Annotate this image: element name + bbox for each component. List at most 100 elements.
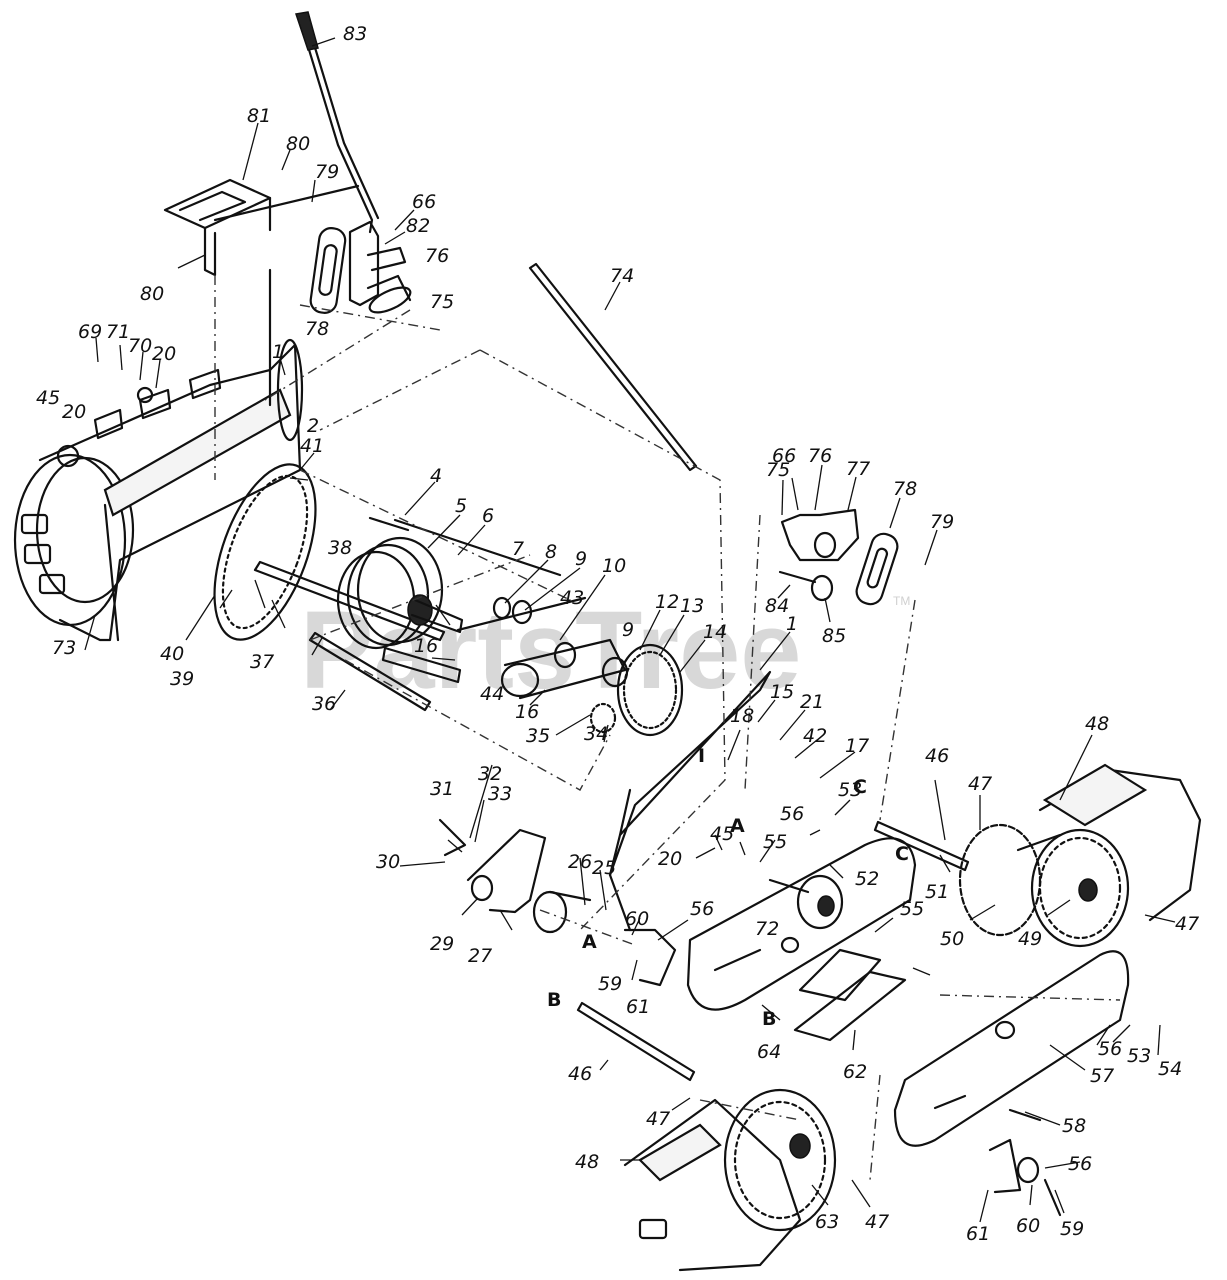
- shaft-46-lower: [576, 1001, 696, 1082]
- letter-A-upper: A: [730, 815, 745, 837]
- callout-13: 13: [680, 595, 704, 617]
- upper-right-bracket: [778, 508, 899, 606]
- callout-6: 6: [482, 505, 494, 527]
- callout-34: 34: [584, 723, 608, 745]
- shaft-46-upper: [873, 820, 970, 872]
- callout-80: 80: [140, 283, 164, 305]
- callout-55: 55: [900, 898, 924, 920]
- callout-79: 79: [930, 511, 954, 533]
- callout-32: 32: [478, 763, 502, 785]
- callout-38: 38: [328, 537, 352, 559]
- callout-83: 83: [343, 23, 367, 45]
- callout-56: 56: [1068, 1153, 1092, 1175]
- right-upper-track: [958, 763, 1202, 948]
- callout-54: 54: [1158, 1058, 1182, 1080]
- callout-78: 78: [893, 478, 917, 500]
- callout-20: 20: [152, 343, 176, 365]
- callout-14: 14: [703, 621, 727, 643]
- callout-45: 45: [710, 823, 734, 845]
- left-track-assembly: [13, 268, 304, 642]
- callout-75: 75: [766, 459, 790, 481]
- center-sprockets: [589, 643, 684, 737]
- callout-17: 17: [845, 735, 869, 757]
- lever-bracket: [309, 220, 412, 314]
- key-4: [368, 516, 410, 532]
- callout-37: 37: [250, 651, 274, 673]
- callout-66: 66: [772, 445, 796, 467]
- small-sprocket-72: [768, 874, 844, 930]
- lower-bracket: [438, 818, 592, 934]
- callout-7: 7: [512, 538, 524, 560]
- callout-75: 75: [430, 291, 454, 313]
- callout-47: 47: [646, 1108, 670, 1130]
- callout-73: 73: [52, 637, 76, 659]
- callout-1: 1: [786, 613, 798, 635]
- lower-right-hardware: [623, 928, 1062, 1217]
- reference-letters: A A B B C C I: [547, 745, 909, 1030]
- callout-47: 47: [1175, 913, 1199, 935]
- callout-57: 57: [1090, 1065, 1114, 1087]
- letter-B-upper: B: [762, 1008, 776, 1030]
- callout-52: 52: [855, 868, 879, 890]
- callout-8: 8: [545, 541, 557, 563]
- callout-60: 60: [625, 908, 649, 930]
- callout-70: 70: [128, 335, 152, 357]
- callout-84: 84: [765, 595, 789, 617]
- callout-76: 76: [808, 445, 832, 467]
- callout-39: 39: [170, 668, 194, 690]
- callout-69: 69: [78, 321, 102, 343]
- callout-51: 51: [925, 881, 949, 903]
- callout-18: 18: [730, 705, 754, 727]
- callout-82: 82: [406, 215, 430, 237]
- callout-16: 16: [414, 635, 438, 657]
- callout-10: 10: [602, 555, 626, 577]
- callout-labels: 83 81 80 79 66 82 76 75 80 78 69 71 70 2…: [36, 23, 1199, 1245]
- callout-45: 45: [36, 387, 60, 409]
- callout-46: 46: [568, 1063, 592, 1085]
- top-shaft: [528, 262, 698, 472]
- callout-27: 27: [468, 945, 492, 967]
- callout-81: 81: [247, 105, 271, 127]
- callout-44: 44: [480, 683, 504, 705]
- callout-56: 56: [690, 898, 714, 920]
- shift-lever: [295, 11, 380, 234]
- callout-62: 62: [843, 1061, 867, 1083]
- side-plate-57: [893, 950, 1130, 1147]
- bracket-plate: [163, 178, 360, 277]
- callout-43: 43: [560, 587, 584, 609]
- callout-20: 20: [62, 401, 86, 423]
- callout-78: 78: [305, 318, 329, 340]
- callout-49: 49: [1018, 928, 1042, 950]
- letter-A-lower: A: [582, 931, 597, 953]
- bracket-62: [793, 948, 907, 1042]
- callout-72: 72: [755, 918, 779, 940]
- letter-I: I: [698, 745, 705, 767]
- callout-55: 55: [763, 831, 787, 853]
- callout-26: 26: [568, 851, 592, 873]
- phantom-lines: [214, 275, 1121, 1181]
- callout-77: 77: [846, 458, 870, 480]
- leader-lines: [84, 37, 1176, 1223]
- callout-15: 15: [770, 681, 794, 703]
- letter-C-upper: C: [853, 776, 867, 798]
- callout-47: 47: [968, 773, 992, 795]
- callout-40: 40: [160, 643, 184, 665]
- callout-60: 60: [1016, 1215, 1040, 1237]
- callout-53: 53: [1127, 1045, 1151, 1067]
- letter-C-lower: C: [895, 843, 909, 865]
- parts-drawing: [13, 11, 1202, 1272]
- callout-9: 9: [575, 548, 587, 570]
- callout-76: 76: [425, 245, 449, 267]
- callout-71: 71: [106, 321, 130, 343]
- callout-53: 53: [838, 779, 862, 801]
- callout-36: 36: [312, 693, 336, 715]
- callout-66: 66: [412, 191, 436, 213]
- callout-59: 59: [1060, 1218, 1084, 1240]
- callout-20: 20: [658, 848, 682, 870]
- callout-30: 30: [376, 851, 400, 873]
- callout-59: 59: [598, 973, 622, 995]
- left-lower-track: [623, 1088, 837, 1272]
- callout-29: 29: [430, 933, 454, 955]
- callout-4: 4: [430, 465, 442, 487]
